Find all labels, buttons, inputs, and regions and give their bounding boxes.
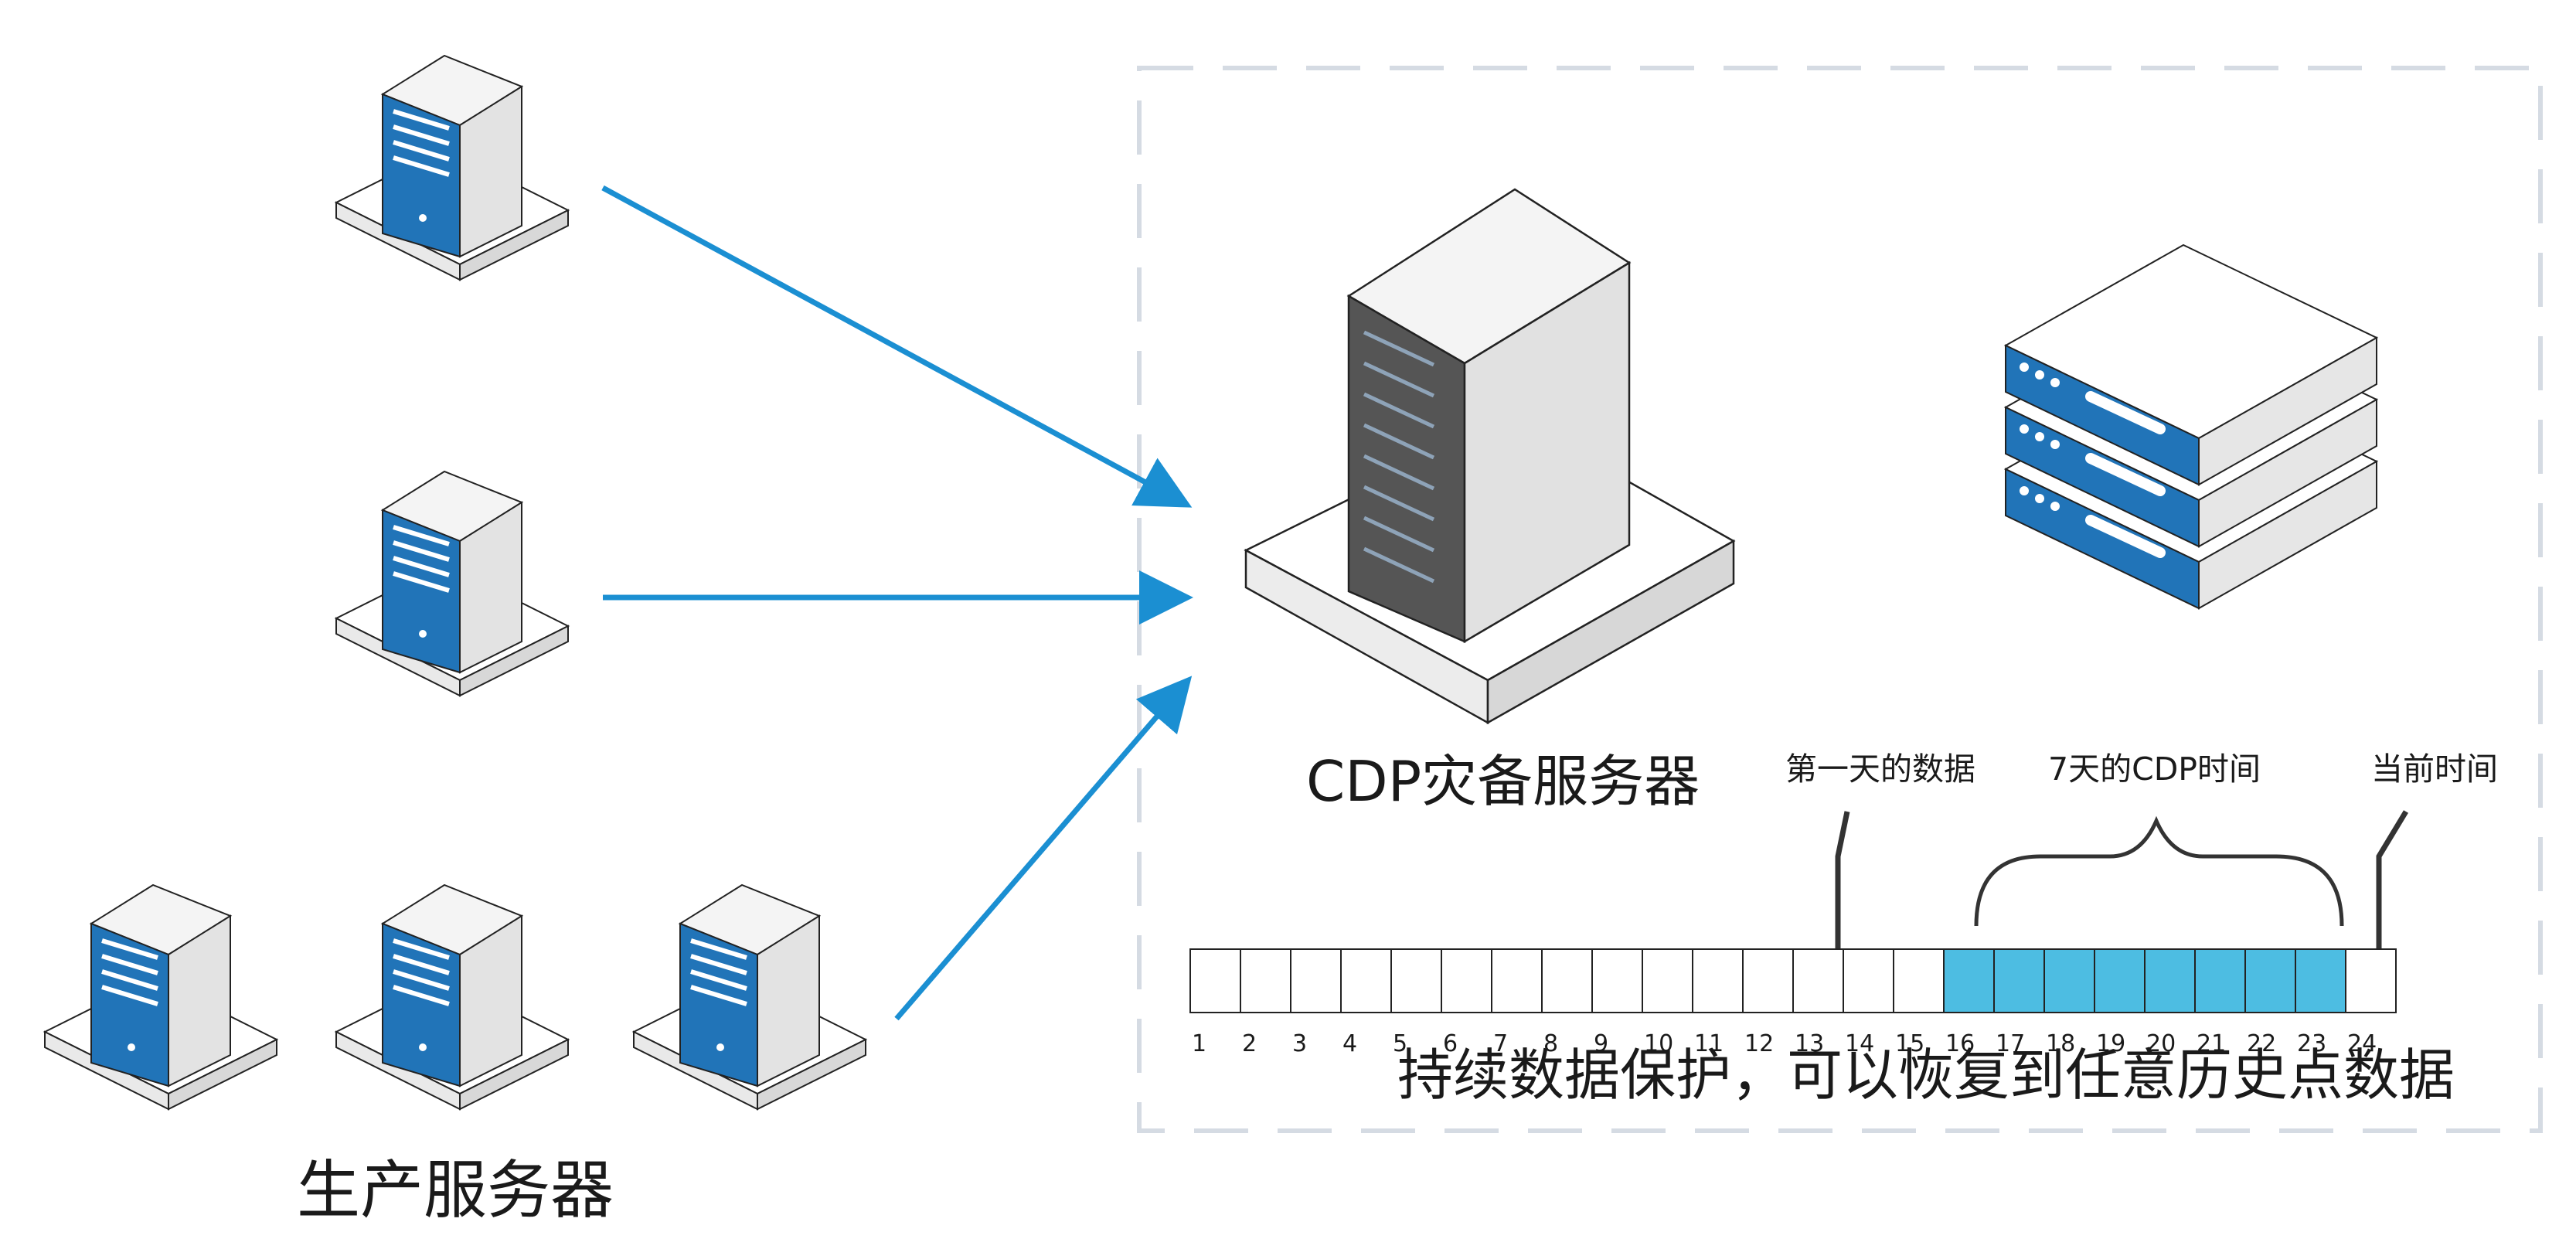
timeline-segment [1441, 948, 1492, 1013]
timeline-segment [1692, 948, 1744, 1013]
production-servers-label: 生产服务器 [297, 1154, 614, 1227]
production-server-4 [336, 885, 568, 1109]
timeline-segment [1290, 948, 1342, 1013]
timeline-segment [1240, 948, 1291, 1013]
rack-server-stack [2006, 245, 2377, 608]
timeline-segment [1943, 948, 1995, 1013]
cdp-server [1244, 188, 1736, 725]
timeline-tick-label: 10 [1644, 1030, 1673, 1057]
timeline-tick-label: 22 [2247, 1030, 2276, 1057]
timeline-segment [2295, 948, 2346, 1013]
timeline-tick-label: 15 [1895, 1030, 1924, 1057]
timeline-segment [2144, 948, 2196, 1013]
timeline-tick-label: 4 [1342, 1030, 1357, 1057]
timeline-tick-label: 1 [1192, 1030, 1206, 1057]
timeline-tick-label: 2 [1242, 1030, 1257, 1057]
timeline-segment [2244, 948, 2296, 1013]
timeline-tick-label: 13 [1795, 1030, 1824, 1057]
timeline-tick-label: 6 [1443, 1030, 1458, 1057]
timeline-tick-label: 5 [1393, 1030, 1407, 1057]
cdp-protection-caption: 持续数据保护，可以恢复到任意历史点数据 [1397, 1043, 2455, 1108]
timeline-segment [1993, 948, 2045, 1013]
production-server-3 [45, 885, 277, 1109]
timeline-tick-label: 21 [2197, 1030, 2226, 1057]
timeline-tick-label: 9 [1594, 1030, 1608, 1057]
timeline-segment [2194, 948, 2246, 1013]
timeline-tick-label: 14 [1845, 1030, 1874, 1057]
timeline-tick-label: 18 [2046, 1030, 2075, 1057]
first-day-data-label: 第一天的数据 [1785, 751, 1975, 788]
timeline-tick-label: 20 [2146, 1030, 2176, 1057]
arrow-1 [601, 185, 1193, 508]
timeline-segment [1541, 948, 1593, 1013]
timeline-segment [1591, 948, 1643, 1013]
timeline-segment [1893, 948, 1945, 1013]
timeline-tick-label: 8 [1543, 1030, 1558, 1057]
current-time-pointer [2376, 810, 2408, 949]
timeline-tick-label: 12 [1744, 1030, 1774, 1057]
current-time-label: 当前时间 [2371, 751, 2498, 788]
timeline-segment [2094, 948, 2146, 1013]
first-day-pointer [1835, 811, 1850, 949]
cdp-window-brace [1974, 815, 2344, 927]
timeline-segment [2345, 948, 2397, 1013]
timeline-segment [1340, 948, 1392, 1013]
timeline-tick-label: 24 [2347, 1030, 2377, 1057]
timeline-segment [1843, 948, 1894, 1013]
timeline-tick-label: 19 [2096, 1030, 2125, 1057]
cdp-window-label: 7天的CDP时间 [2048, 751, 2261, 788]
timeline-segment [1390, 948, 1442, 1013]
cdp-server-label: CDP灾备服务器 [1306, 749, 1700, 814]
arrow-3 [894, 676, 1193, 1021]
timeline-segment [1189, 948, 1241, 1013]
timeline-tick-label: 23 [2297, 1030, 2326, 1057]
timeline-segment [2043, 948, 2095, 1013]
production-server-1 [336, 56, 568, 280]
timeline-tick-label: 11 [1694, 1030, 1724, 1057]
timeline-segment [1742, 948, 1794, 1013]
timeline-tick-label: 16 [1945, 1030, 1975, 1057]
timeline-tick-label: 3 [1292, 1030, 1307, 1057]
timeline-segment [1491, 948, 1543, 1013]
timeline-segment [1792, 948, 1844, 1013]
production-server-2 [336, 471, 568, 696]
timeline-tick-label: 7 [1493, 1030, 1508, 1057]
timeline-segment [1642, 948, 1693, 1013]
cdp-region-border [1137, 66, 2543, 1133]
timeline-tick-label: 17 [1996, 1030, 2025, 1057]
production-server-5 [634, 885, 866, 1109]
